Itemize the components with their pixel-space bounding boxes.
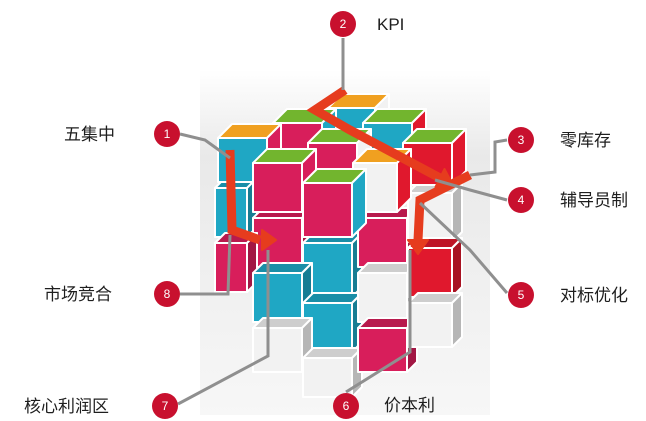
badge-1: 1 <box>154 121 180 147</box>
label-5: 对标优化 <box>560 286 628 306</box>
leader-5 <box>418 201 509 294</box>
badge-3: 3 <box>508 127 534 153</box>
arrow-right-head <box>407 239 429 255</box>
leader-8 <box>180 234 232 296</box>
badge-6: 6 <box>333 393 359 419</box>
leader-7 <box>177 250 270 406</box>
cube-cell-lower-10-front <box>252 327 303 373</box>
label-4: 辅导员制 <box>560 191 628 211</box>
cube-cell-top-8-front <box>302 182 353 238</box>
cube-cell-lower-1-front <box>252 217 303 268</box>
arrow-left-path <box>225 149 262 245</box>
leader-6 <box>345 250 412 394</box>
label-6: 价本利 <box>384 396 435 416</box>
leader-3 <box>469 138 508 177</box>
label-3: 零库存 <box>560 131 611 151</box>
badge-2: 2 <box>330 11 356 37</box>
cube-cell-lower-6-front <box>252 272 303 323</box>
cube-cell-lower-13-side <box>451 292 463 348</box>
cube-cell-lower-11-front <box>302 357 353 398</box>
cube-cell-lower-12-front <box>357 327 408 373</box>
cube-cell-lower-5-front <box>214 242 248 293</box>
cube-cell-lower-8-front <box>357 272 408 323</box>
cube-cell-lower-3-front <box>357 217 408 268</box>
badge-5: 5 <box>508 282 534 308</box>
cube-cell-lower-9-front <box>407 247 453 298</box>
leader-4 <box>434 178 508 202</box>
cube-cell-lower-13-front <box>407 302 453 348</box>
arrow-left-head <box>261 229 277 251</box>
cube-cell-lower-9-side <box>451 237 463 298</box>
badge-7: 7 <box>152 393 178 419</box>
badge-8: 8 <box>154 281 180 307</box>
label-2: KPI <box>377 15 405 34</box>
label-8: 市场竞合 <box>44 285 112 305</box>
badge-4: 4 <box>508 187 534 213</box>
label-1: 五集中 <box>64 125 115 145</box>
cube-cell-top-6-front <box>252 162 303 213</box>
label-7: 核心利润区 <box>24 397 109 417</box>
arrow-right-path <box>413 170 473 241</box>
arrow-kpi-path <box>306 86 443 182</box>
leader-1 <box>179 132 231 160</box>
